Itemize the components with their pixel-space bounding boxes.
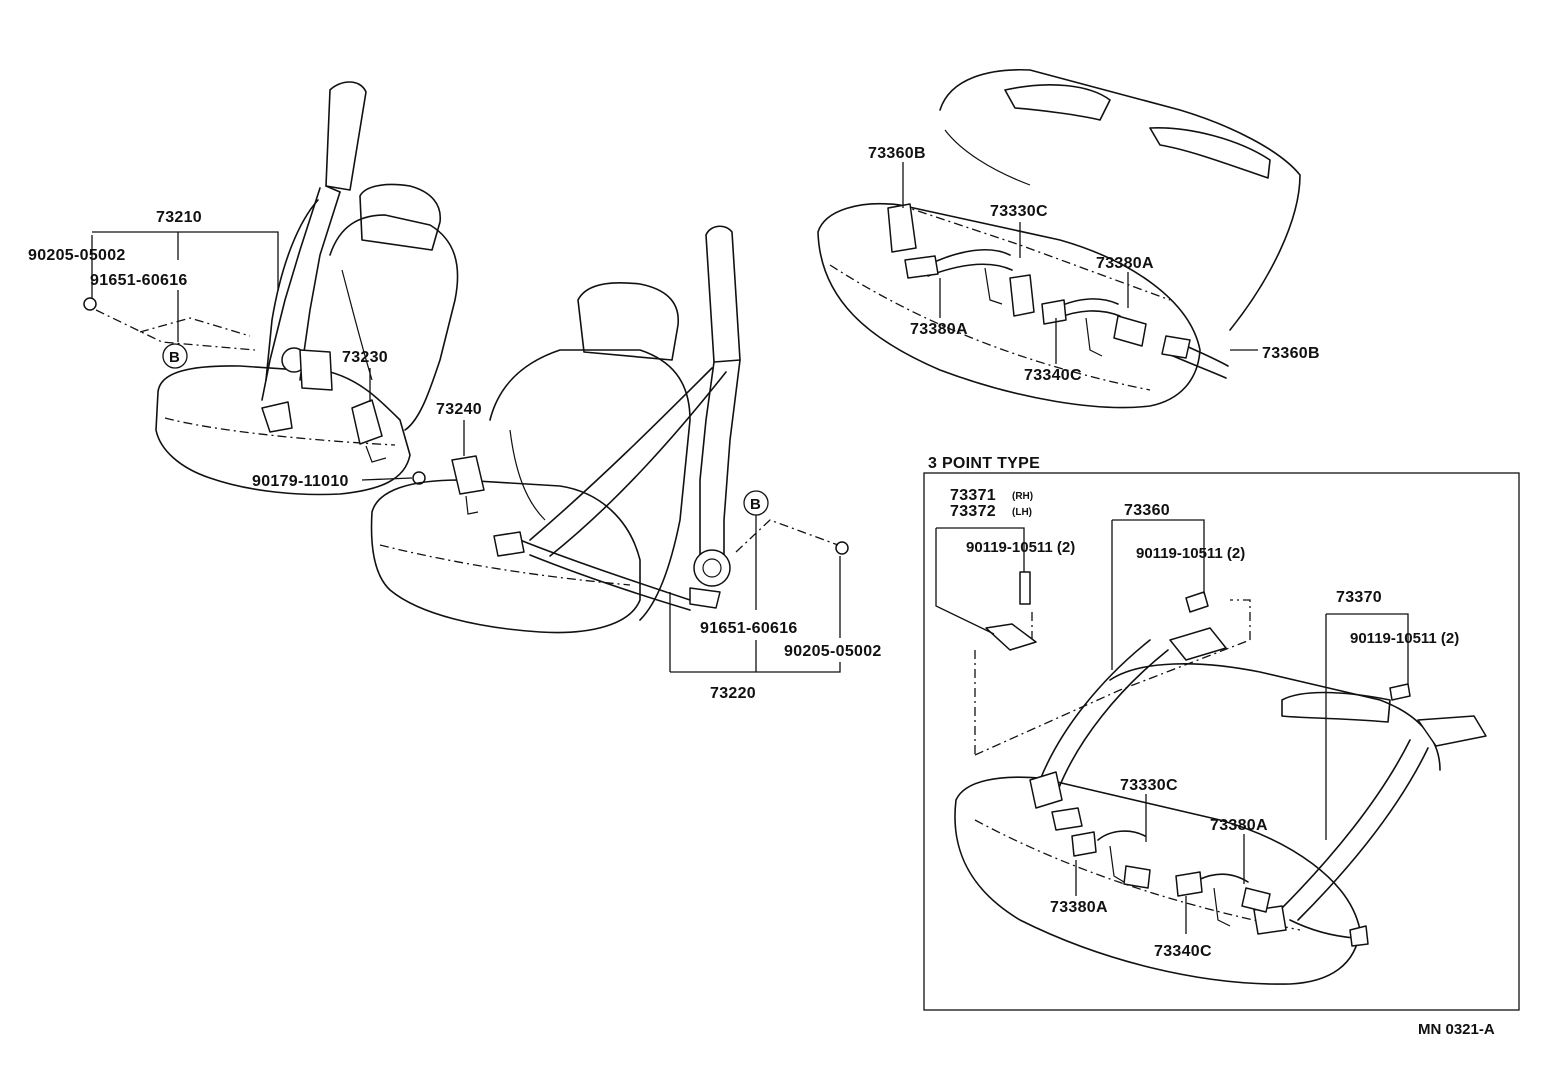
callout-b-right: B: [743, 490, 769, 516]
front-seat-left-illustration: [83, 81, 459, 496]
label-73372: 73372: [950, 503, 996, 520]
label-73330C-inset: 73330C: [1120, 777, 1178, 794]
label-73240: 73240: [436, 401, 482, 418]
rear-seat-illustration: [817, 68, 1301, 409]
front-seat-right-illustration: [370, 225, 849, 634]
label-90119-10511-b: 90119-10511 (2): [1136, 545, 1245, 562]
part-labels: 73210 90205-05002 91651-60616 73230 9017…: [28, 145, 1495, 1038]
three-point-type-inset: [923, 472, 1520, 1011]
label-73360B-right: 73360B: [1262, 345, 1320, 362]
label-90119-10511-c: 90119-10511 (2): [1350, 630, 1459, 647]
label-73210: 73210: [156, 209, 202, 226]
label-73360: 73360: [1124, 502, 1170, 519]
label-90205-05002-left: 90205-05002: [28, 247, 126, 264]
callout-b-right-circle: [743, 490, 769, 516]
diagram-code: MN 0321-A: [1418, 1021, 1495, 1038]
label-73372-suffix: (LH): [1012, 507, 1032, 518]
label-91651-60616-right: 91651-60616: [700, 620, 798, 637]
label-73380A-top-right: 73380A: [1096, 255, 1154, 272]
label-73380A-top-left: 73380A: [910, 321, 968, 338]
callout-b-right-label: B: [750, 496, 761, 513]
label-73371: 73371: [950, 487, 996, 504]
callout-b-left-label: B: [169, 349, 180, 366]
label-73371-suffix: (RH): [1012, 491, 1033, 502]
label-73330C-top: 73330C: [990, 203, 1048, 220]
label-90205-05002-right: 90205-05002: [784, 643, 882, 660]
label-90119-10511-a: 90119-10511 (2): [966, 539, 1075, 556]
label-73340C-inset: 73340C: [1154, 943, 1212, 960]
inset-title: 3 POINT TYPE: [928, 455, 1040, 472]
label-73370: 73370: [1336, 589, 1382, 606]
label-73380A-inset-right: 73380A: [1210, 817, 1268, 834]
inset-frame: [923, 472, 1520, 1011]
label-73380A-inset-left: 73380A: [1050, 899, 1108, 916]
label-73230: 73230: [342, 349, 388, 366]
label-73220: 73220: [710, 685, 756, 702]
label-90179-11010: 90179-11010: [252, 473, 349, 490]
label-73340C-top: 73340C: [1024, 367, 1082, 384]
label-91651-60616-left: 91651-60616: [90, 272, 188, 289]
callout-b-left-circle: [162, 343, 188, 369]
callout-b-left: B: [162, 343, 188, 369]
label-73360B-top: 73360B: [868, 145, 926, 162]
leader-lines: [91, 162, 1409, 934]
